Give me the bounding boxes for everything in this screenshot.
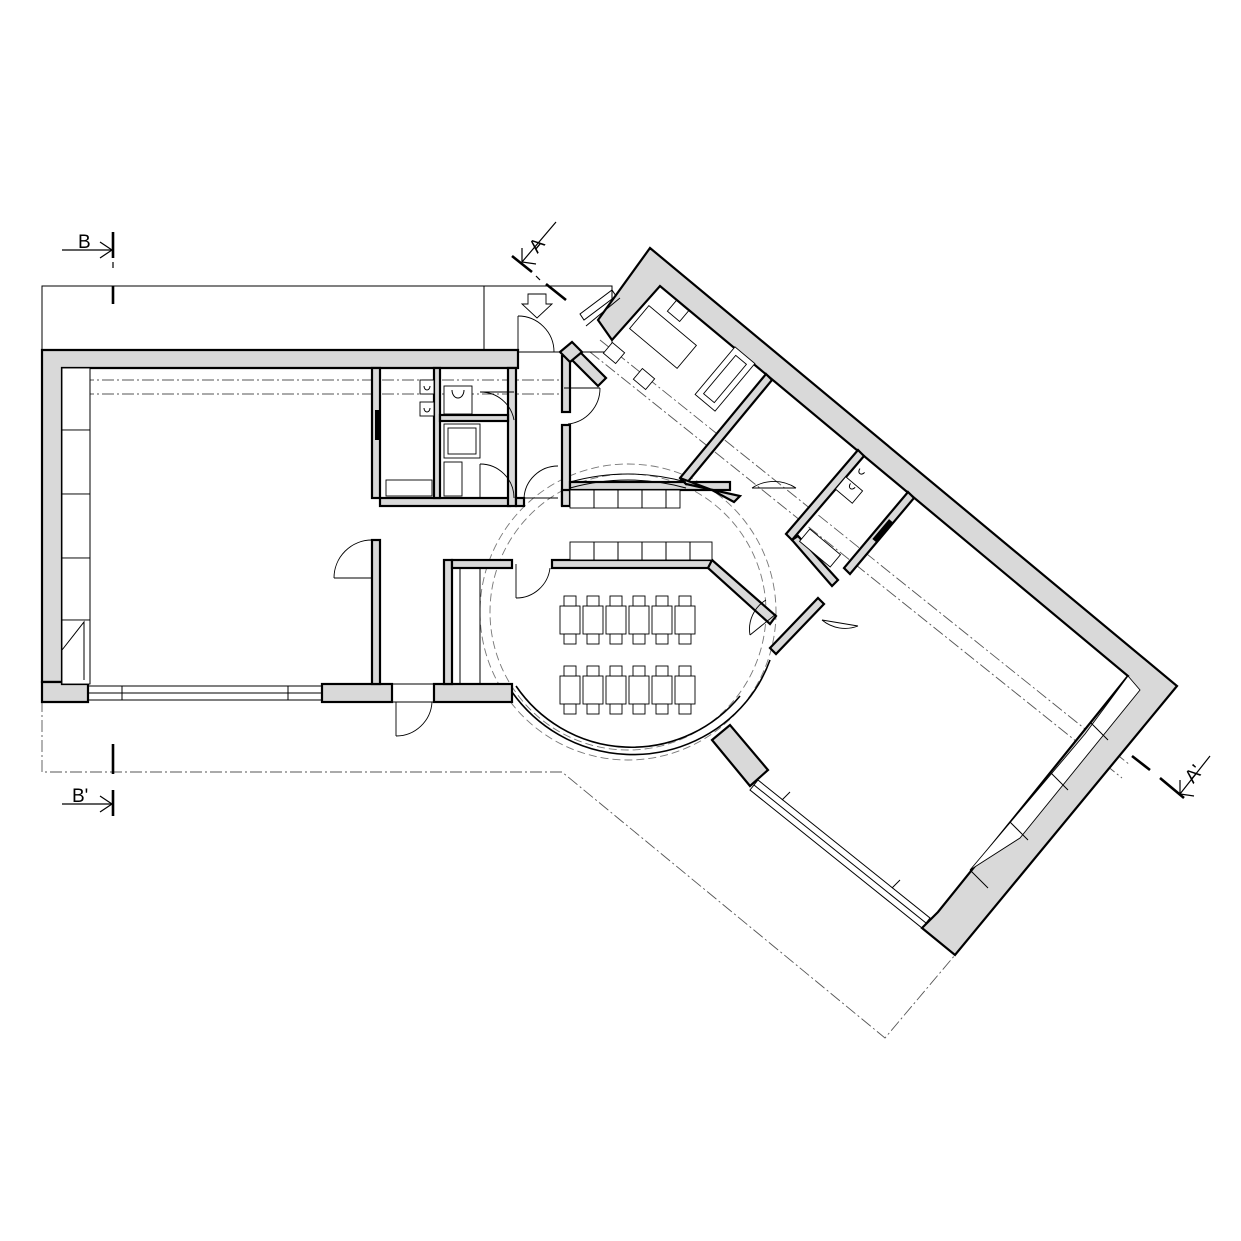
projection-lines bbox=[41, 339, 1131, 1039]
section-marker-b-bottom: B' bbox=[62, 744, 115, 816]
section-marker-a-bottom: A' bbox=[1131, 754, 1211, 799]
table-row bbox=[559, 665, 696, 715]
section-label-b: B bbox=[78, 232, 91, 253]
hall-cabinets bbox=[569, 489, 713, 561]
office-furniture bbox=[579, 289, 756, 412]
canopy bbox=[41, 285, 613, 353]
section-label-a-prime: A' bbox=[1181, 761, 1208, 787]
doors bbox=[333, 293, 859, 737]
interior-walls-left bbox=[61, 354, 778, 686]
bathroom-fixtures bbox=[385, 379, 865, 568]
round-hall-wall bbox=[511, 473, 771, 756]
section-label-b-prime: B' bbox=[72, 786, 88, 807]
section-marker-a-top: A bbox=[511, 221, 567, 302]
section-marker-b-top: B bbox=[62, 232, 115, 304]
dining-tables bbox=[559, 595, 696, 715]
table-row bbox=[559, 595, 696, 645]
right-wing-walls bbox=[596, 246, 1179, 957]
interior-walls-right bbox=[558, 340, 916, 656]
